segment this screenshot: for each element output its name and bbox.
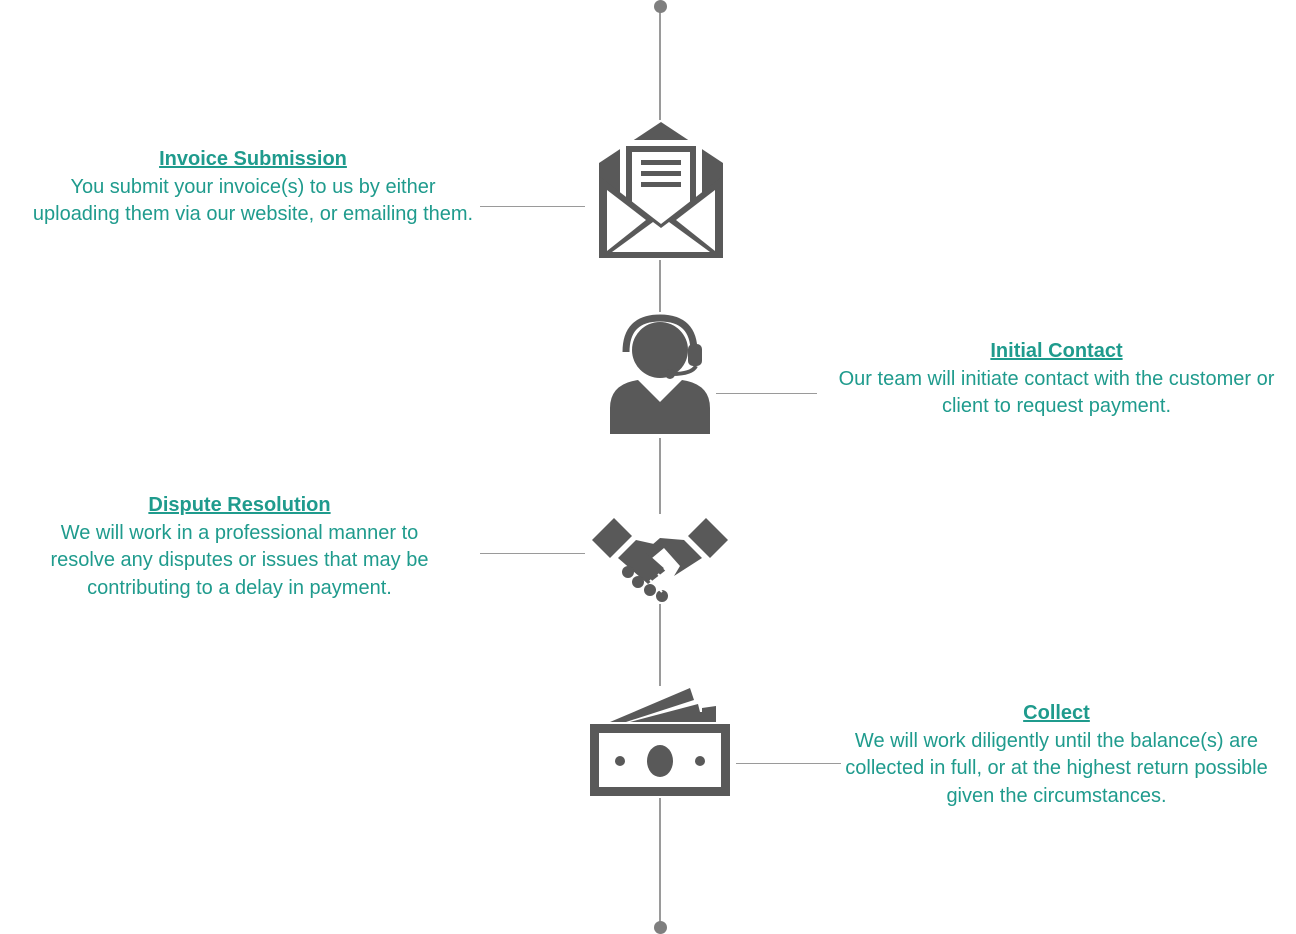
step-description: You submit your invoice(s) to us by eith…: [32, 175, 474, 226]
step-initial-contact: Initial Contact Our team will initiate c…: [820, 338, 1293, 421]
step-description: We will work diligently until the balanc…: [845, 729, 1268, 807]
timeline-end-dot: [654, 921, 667, 934]
step-dispute-resolution: Dispute Resolution We will work in a pro…: [26, 492, 453, 602]
money-bills-icon: [590, 686, 730, 798]
step-title: Invoice Submission: [159, 148, 347, 170]
step-1-connector: [480, 206, 585, 207]
step-collect: Collect We will work diligently until th…: [828, 700, 1285, 810]
headset-agent-icon: [604, 312, 716, 438]
step-description: Our team will initiate contact with the …: [838, 367, 1275, 418]
step-invoice-submission: Invoice Submission You submit your invoi…: [30, 146, 476, 229]
step-description: We will work in a professional manner to…: [50, 521, 429, 599]
timeline-start-dot: [654, 0, 667, 13]
step-title: Collect: [1023, 702, 1090, 724]
step-3-connector: [480, 553, 585, 554]
handshake-icon: [588, 514, 732, 604]
timeline-line: [659, 6, 661, 927]
step-title: Initial Contact: [990, 340, 1123, 362]
step-4-connector: [736, 763, 841, 764]
envelope-letter-icon: [597, 120, 727, 260]
step-2-connector: [712, 393, 817, 394]
step-title: Dispute Resolution: [148, 494, 331, 516]
